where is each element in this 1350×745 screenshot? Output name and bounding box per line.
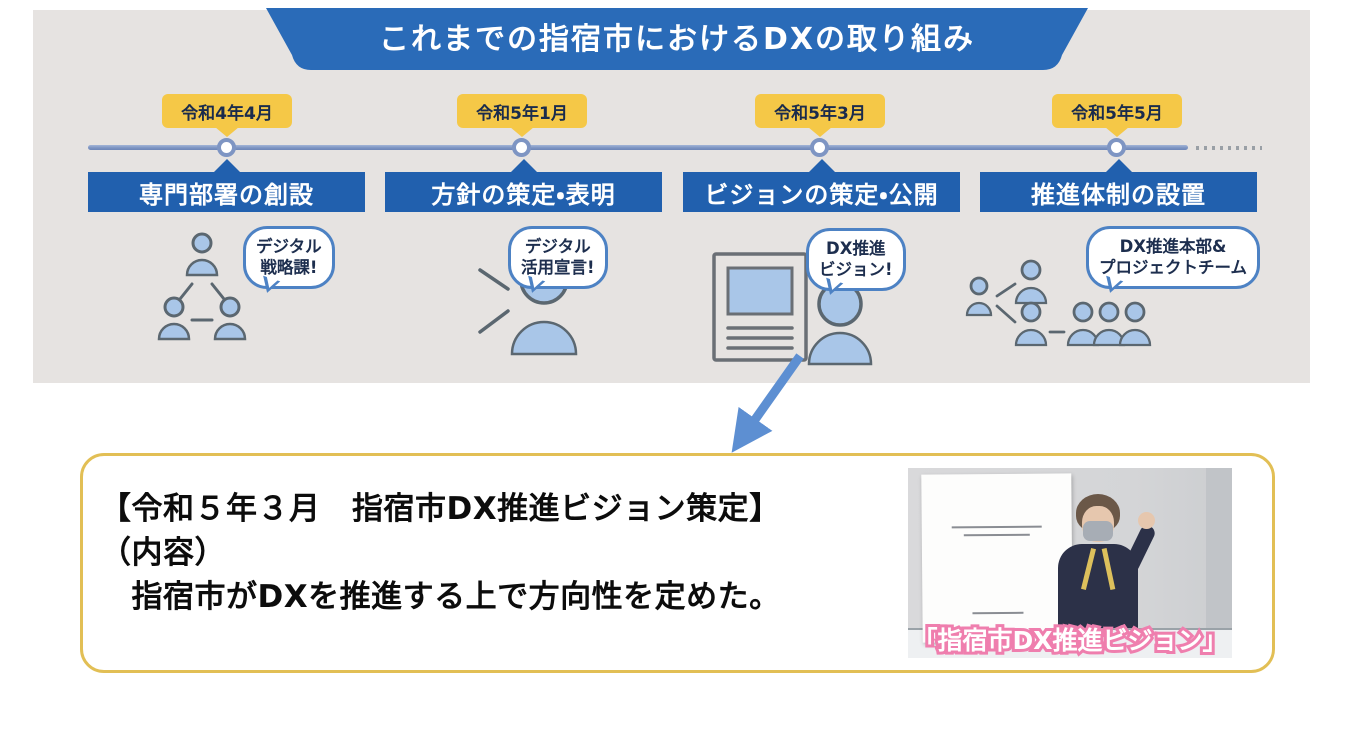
milestone-bar-3: ビジョンの策定・公開 (683, 172, 960, 212)
milestone-bar-2: 方針の策定・表明 (385, 172, 662, 212)
timeline-line (88, 145, 1188, 150)
detail-body: 指宿市がDXを推進する上で方向性を定めた。 (100, 579, 781, 615)
speech-bubble-3: DX推進 ビジョン! (806, 228, 906, 291)
org-chart-icon (965, 252, 1177, 360)
bubble-3-line-1: DX推進 (826, 239, 886, 258)
title-banner: これまでの指宿市におけるDXの取り組み (262, 8, 1092, 70)
org-triangle-icon (152, 230, 252, 356)
detail-heading: 【令和５年３月 指宿市DX推進ビジョン策定】 (100, 491, 781, 527)
photo: 「指宿市DX推進ビジョン」 (908, 468, 1232, 658)
bubble-4-line-1: DX推進本部& (1119, 237, 1227, 256)
bubble-1-line-2: 戦略課! (260, 258, 318, 278)
speech-bubble-1: デジタル 戦略課! (243, 226, 335, 289)
date-flag-2: 令和5年1月 (457, 94, 587, 128)
milestone-node-2 (512, 138, 531, 157)
banner-shape (266, 8, 1088, 70)
milestone-node-1 (217, 138, 236, 157)
date-flag-3: 令和5年3月 (755, 94, 885, 128)
bubble-1-line-1: デジタル (256, 237, 322, 256)
milestone-bar-1: 専門部署の創設 (88, 172, 365, 212)
detail-text: 【令和５年３月 指宿市DX推進ビジョン策定】 （内容） 指宿市がDXを推進する上… (100, 487, 781, 619)
callout-arrow-icon (731, 353, 804, 453)
bubble-3-line-2: ビジョン! (819, 260, 893, 280)
photo-caption: 「指宿市DX推進ビジョン」 (909, 623, 1230, 658)
date-flag-1: 令和4年4月 (162, 94, 292, 128)
page-title: これまでの指宿市におけるDXの取り組み (378, 22, 976, 57)
speech-bubble-2: デジタル 活用宣言! (508, 226, 608, 289)
milestone-node-3 (810, 138, 829, 157)
photo-wall (1206, 468, 1232, 658)
detail-subheading: （内容） (100, 535, 226, 571)
bubble-2-line-1: デジタル (524, 237, 591, 256)
milestone-bar-4: 推進体制の設置 (980, 172, 1257, 212)
speech-bubble-4: DX推進本部& プロジェクトチーム (1086, 226, 1261, 289)
bubble-2-line-2: 活用宣言! (521, 258, 595, 278)
milestone-node-4 (1107, 138, 1126, 157)
photo-document (921, 473, 1073, 643)
bubble-4-line-2: プロジェクトチーム (1099, 258, 1248, 278)
date-flag-4: 令和5年5月 (1052, 94, 1182, 128)
timeline-dotted-line (1196, 146, 1262, 150)
